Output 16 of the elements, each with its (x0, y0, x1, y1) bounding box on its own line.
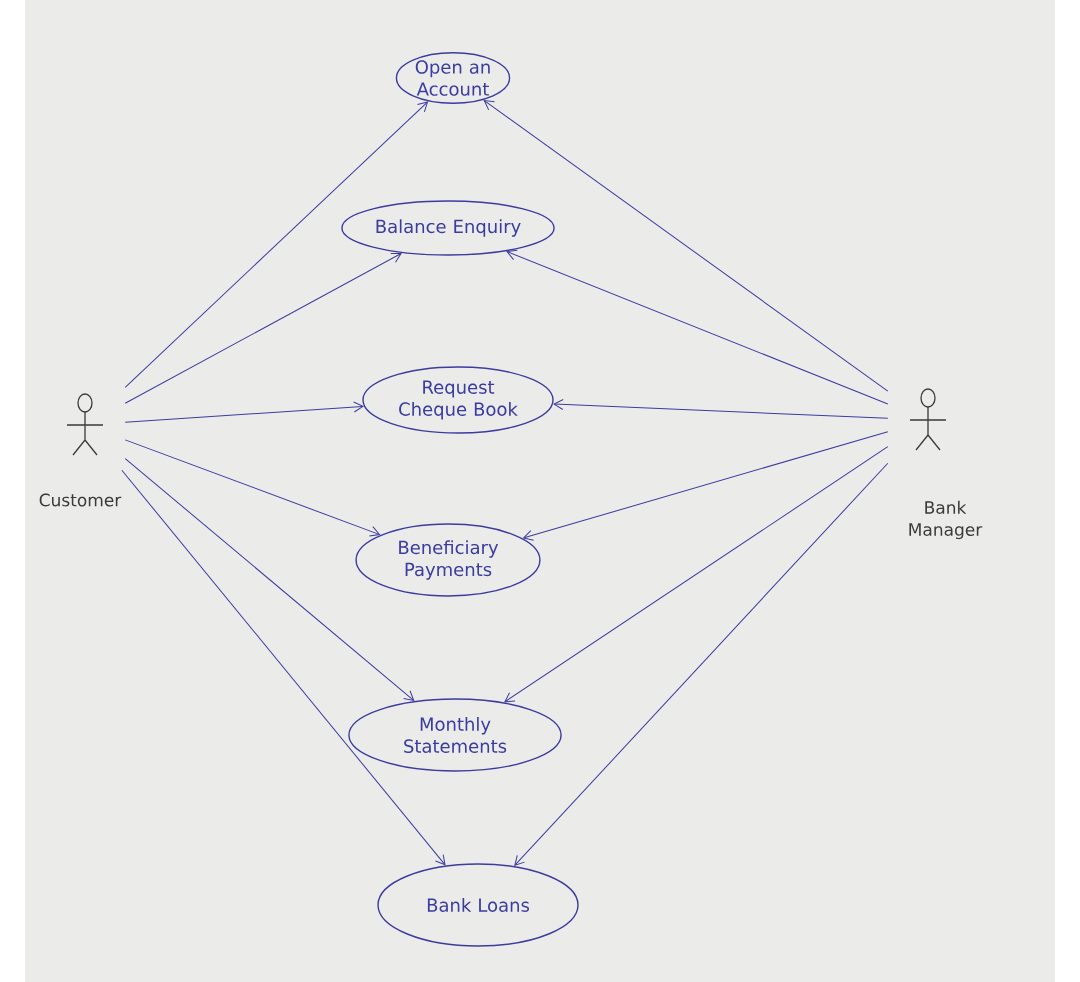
arrow (124, 401, 364, 423)
arrow (553, 398, 889, 419)
arrow (506, 249, 889, 405)
node-label: Bank Manager (909, 500, 983, 540)
actor-figure: Customer (39, 393, 122, 507)
arrow (124, 252, 402, 404)
arrow (124, 439, 380, 537)
arrow (483, 100, 889, 392)
arrow (504, 446, 889, 703)
arrow (124, 458, 415, 701)
actor-figure: Bank Manager (909, 388, 983, 540)
arrow (514, 462, 889, 866)
arrow (121, 469, 446, 866)
arrow (523, 431, 889, 541)
arrow (124, 101, 428, 388)
node-label: Customer (39, 493, 122, 507)
